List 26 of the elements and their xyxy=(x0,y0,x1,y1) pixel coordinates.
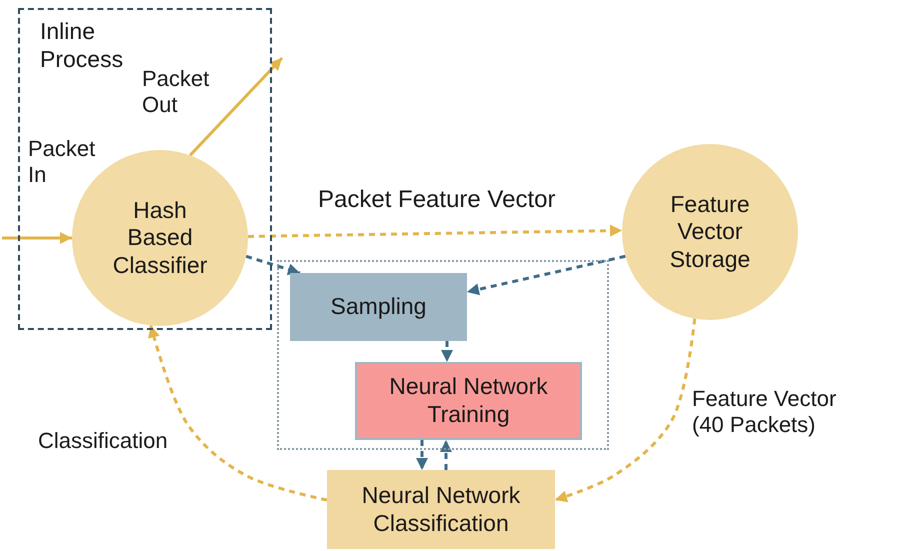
training-box xyxy=(355,362,582,440)
arrow xyxy=(416,440,428,470)
arrow xyxy=(189,56,284,156)
edge-label: Packet Out xyxy=(141,66,210,119)
node-label: Feature Vector Storage xyxy=(668,190,752,274)
node-label: Hash Based Classifier xyxy=(112,196,208,280)
inline-process-region xyxy=(18,8,272,330)
node-label: Sampling xyxy=(330,293,428,321)
edge-label: Packet Feature Vector xyxy=(317,186,556,215)
edge-label: Classification xyxy=(37,428,169,454)
arrow xyxy=(554,318,696,502)
edge-label: Packet In xyxy=(27,136,96,189)
arrow xyxy=(440,440,452,470)
edge-label: Feature Vector (40 Packets) xyxy=(691,386,838,439)
arrow xyxy=(246,254,300,276)
classification-box xyxy=(327,470,555,549)
training-group-region xyxy=(277,260,609,450)
node-label: Inline Process xyxy=(40,18,124,74)
arrow xyxy=(441,341,453,362)
arrow xyxy=(148,325,328,502)
arrow xyxy=(466,254,626,296)
sampling-box xyxy=(290,273,467,341)
node-label: Neural Network Training xyxy=(388,373,549,429)
arrow xyxy=(248,224,622,238)
arrow xyxy=(2,232,72,244)
node-label: Neural Network Classification xyxy=(360,482,522,538)
